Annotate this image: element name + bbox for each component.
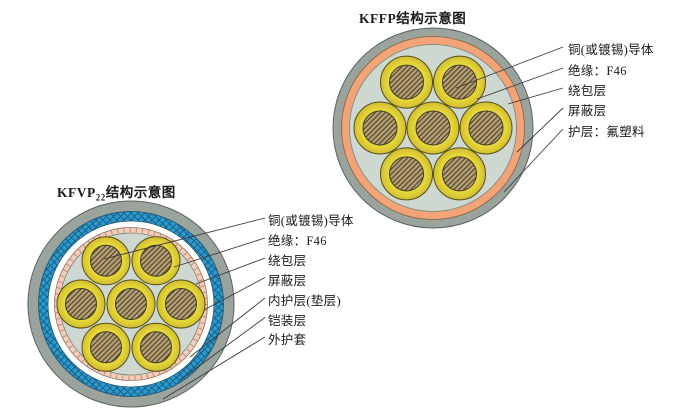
kfvp22-label-conductor: 铜(或镀锡)导体 [268, 214, 354, 228]
kffp-conductor-bottom-left [380, 147, 433, 201]
kfvp22-conductor-bottom-left [81, 322, 131, 372]
kfvp22-title-prefix: KFVP [57, 185, 96, 200]
kffp-label-wrap: 绕包层 [568, 84, 607, 98]
kffp-conductor-center [406, 101, 460, 155]
kfvp22-conductor-top-right [131, 236, 181, 286]
kffp-label-sheath: 护层：氟塑料 [568, 125, 645, 139]
kffp-conductor-bottom-right [433, 147, 486, 201]
kfvp22-label-wrap: 绕包层 [268, 254, 307, 268]
kffp-conductor-top-left [380, 55, 433, 109]
kfvp22-title: KFVP22结构示意图 [57, 181, 176, 203]
kfvp22-label-shield: 屏蔽层 [268, 274, 307, 288]
kfvp22-conductor-top-left [81, 236, 131, 286]
kffp-conductor-top-right [433, 55, 486, 109]
kfvp22-conductor-left [56, 279, 106, 329]
kffp-cable-diagram [332, 27, 534, 229]
kffp-label-shield: 屏蔽层 [568, 104, 607, 118]
kfvp22-conductor-center [106, 279, 156, 329]
kffp-conductor-left [353, 101, 407, 155]
kffp-conductor-right [459, 101, 513, 155]
kfvp22-label-armor: 铠装层 [268, 314, 307, 328]
kfvp22-conductor-right [156, 279, 206, 329]
kffp-label-insulation: 绝缘：F46 [568, 64, 627, 78]
kfvp22-title-subscript: 22 [95, 192, 106, 203]
kffp-title: KFFP结构示意图 [359, 11, 467, 26]
kfvp22-title-suffix: 结构示意图 [105, 185, 176, 200]
kfvp22-label-outer-jacket: 外护套 [268, 333, 307, 347]
kfvp22-conductor-bottom-right [131, 322, 181, 372]
kfvp22-label-insulation: 绝缘：F46 [268, 234, 327, 248]
kffp-label-conductor: 铜(或镀锡)导体 [568, 43, 654, 57]
kfvp22-cable-diagram [27, 200, 235, 408]
kfvp22-label-inner-sheath: 内护层(垫层) [268, 294, 341, 308]
